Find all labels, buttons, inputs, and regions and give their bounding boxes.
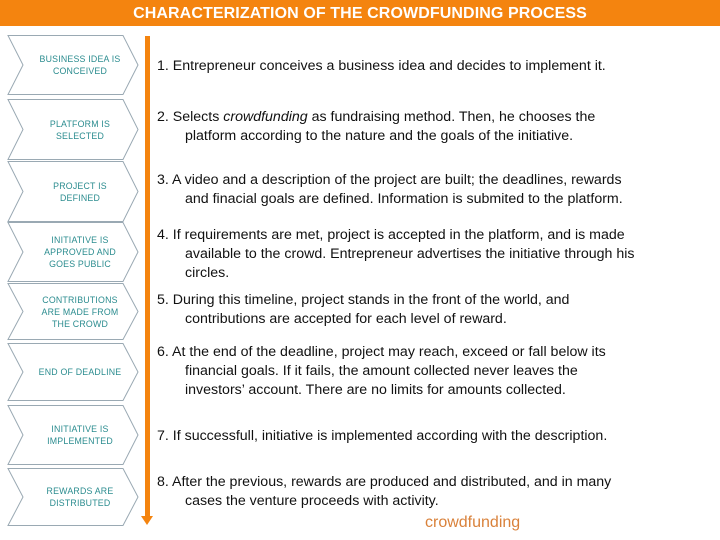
timeline-arrow-shaft xyxy=(145,36,150,518)
stage-label: END OF DEADLINE xyxy=(38,367,122,377)
chevron-shape-icon xyxy=(7,35,139,95)
chevron-shape-icon xyxy=(7,405,139,465)
chevron-shape-icon xyxy=(7,222,139,282)
chevron-shape-icon xyxy=(7,161,139,222)
emphasis-crowdfunding: crowdfunding xyxy=(223,109,308,125)
step-description-5: 5. During this timeline, project stands … xyxy=(157,292,570,327)
down-arrow-icon xyxy=(141,516,153,525)
chevron-shape-icon xyxy=(7,99,139,160)
step-description-1: 1. Entrepreneur conceives a business ide… xyxy=(157,58,606,74)
chevron-shape-icon xyxy=(7,343,139,401)
step-description-2: 2. Selects crowdfunding as fundraising m… xyxy=(157,109,596,144)
crowdfunding-watermark: crowdfunding xyxy=(425,514,521,531)
stage-chevron-6: END OF DEADLINE xyxy=(6,343,142,401)
step-description-7: 7. If successfull, initiative is impleme… xyxy=(157,428,608,444)
chevron-shape-icon xyxy=(7,283,139,340)
chevron-shape-icon xyxy=(7,468,139,526)
step-description-3: 3. A video and a description of the proj… xyxy=(157,172,623,207)
slide-title: CHARACTERIZATION OF THE CROWDFUNDING PRO… xyxy=(133,5,587,22)
step-description-8: 8. After the previous, rewards are produ… xyxy=(157,474,612,509)
slide-title-bar: CHARACTERIZATION OF THE CROWDFUNDING PRO… xyxy=(0,0,720,26)
step-description-4: 4. If requirements are met, project is a… xyxy=(157,227,635,281)
step-description-6: 6. At the end of the deadline, project m… xyxy=(157,344,606,398)
